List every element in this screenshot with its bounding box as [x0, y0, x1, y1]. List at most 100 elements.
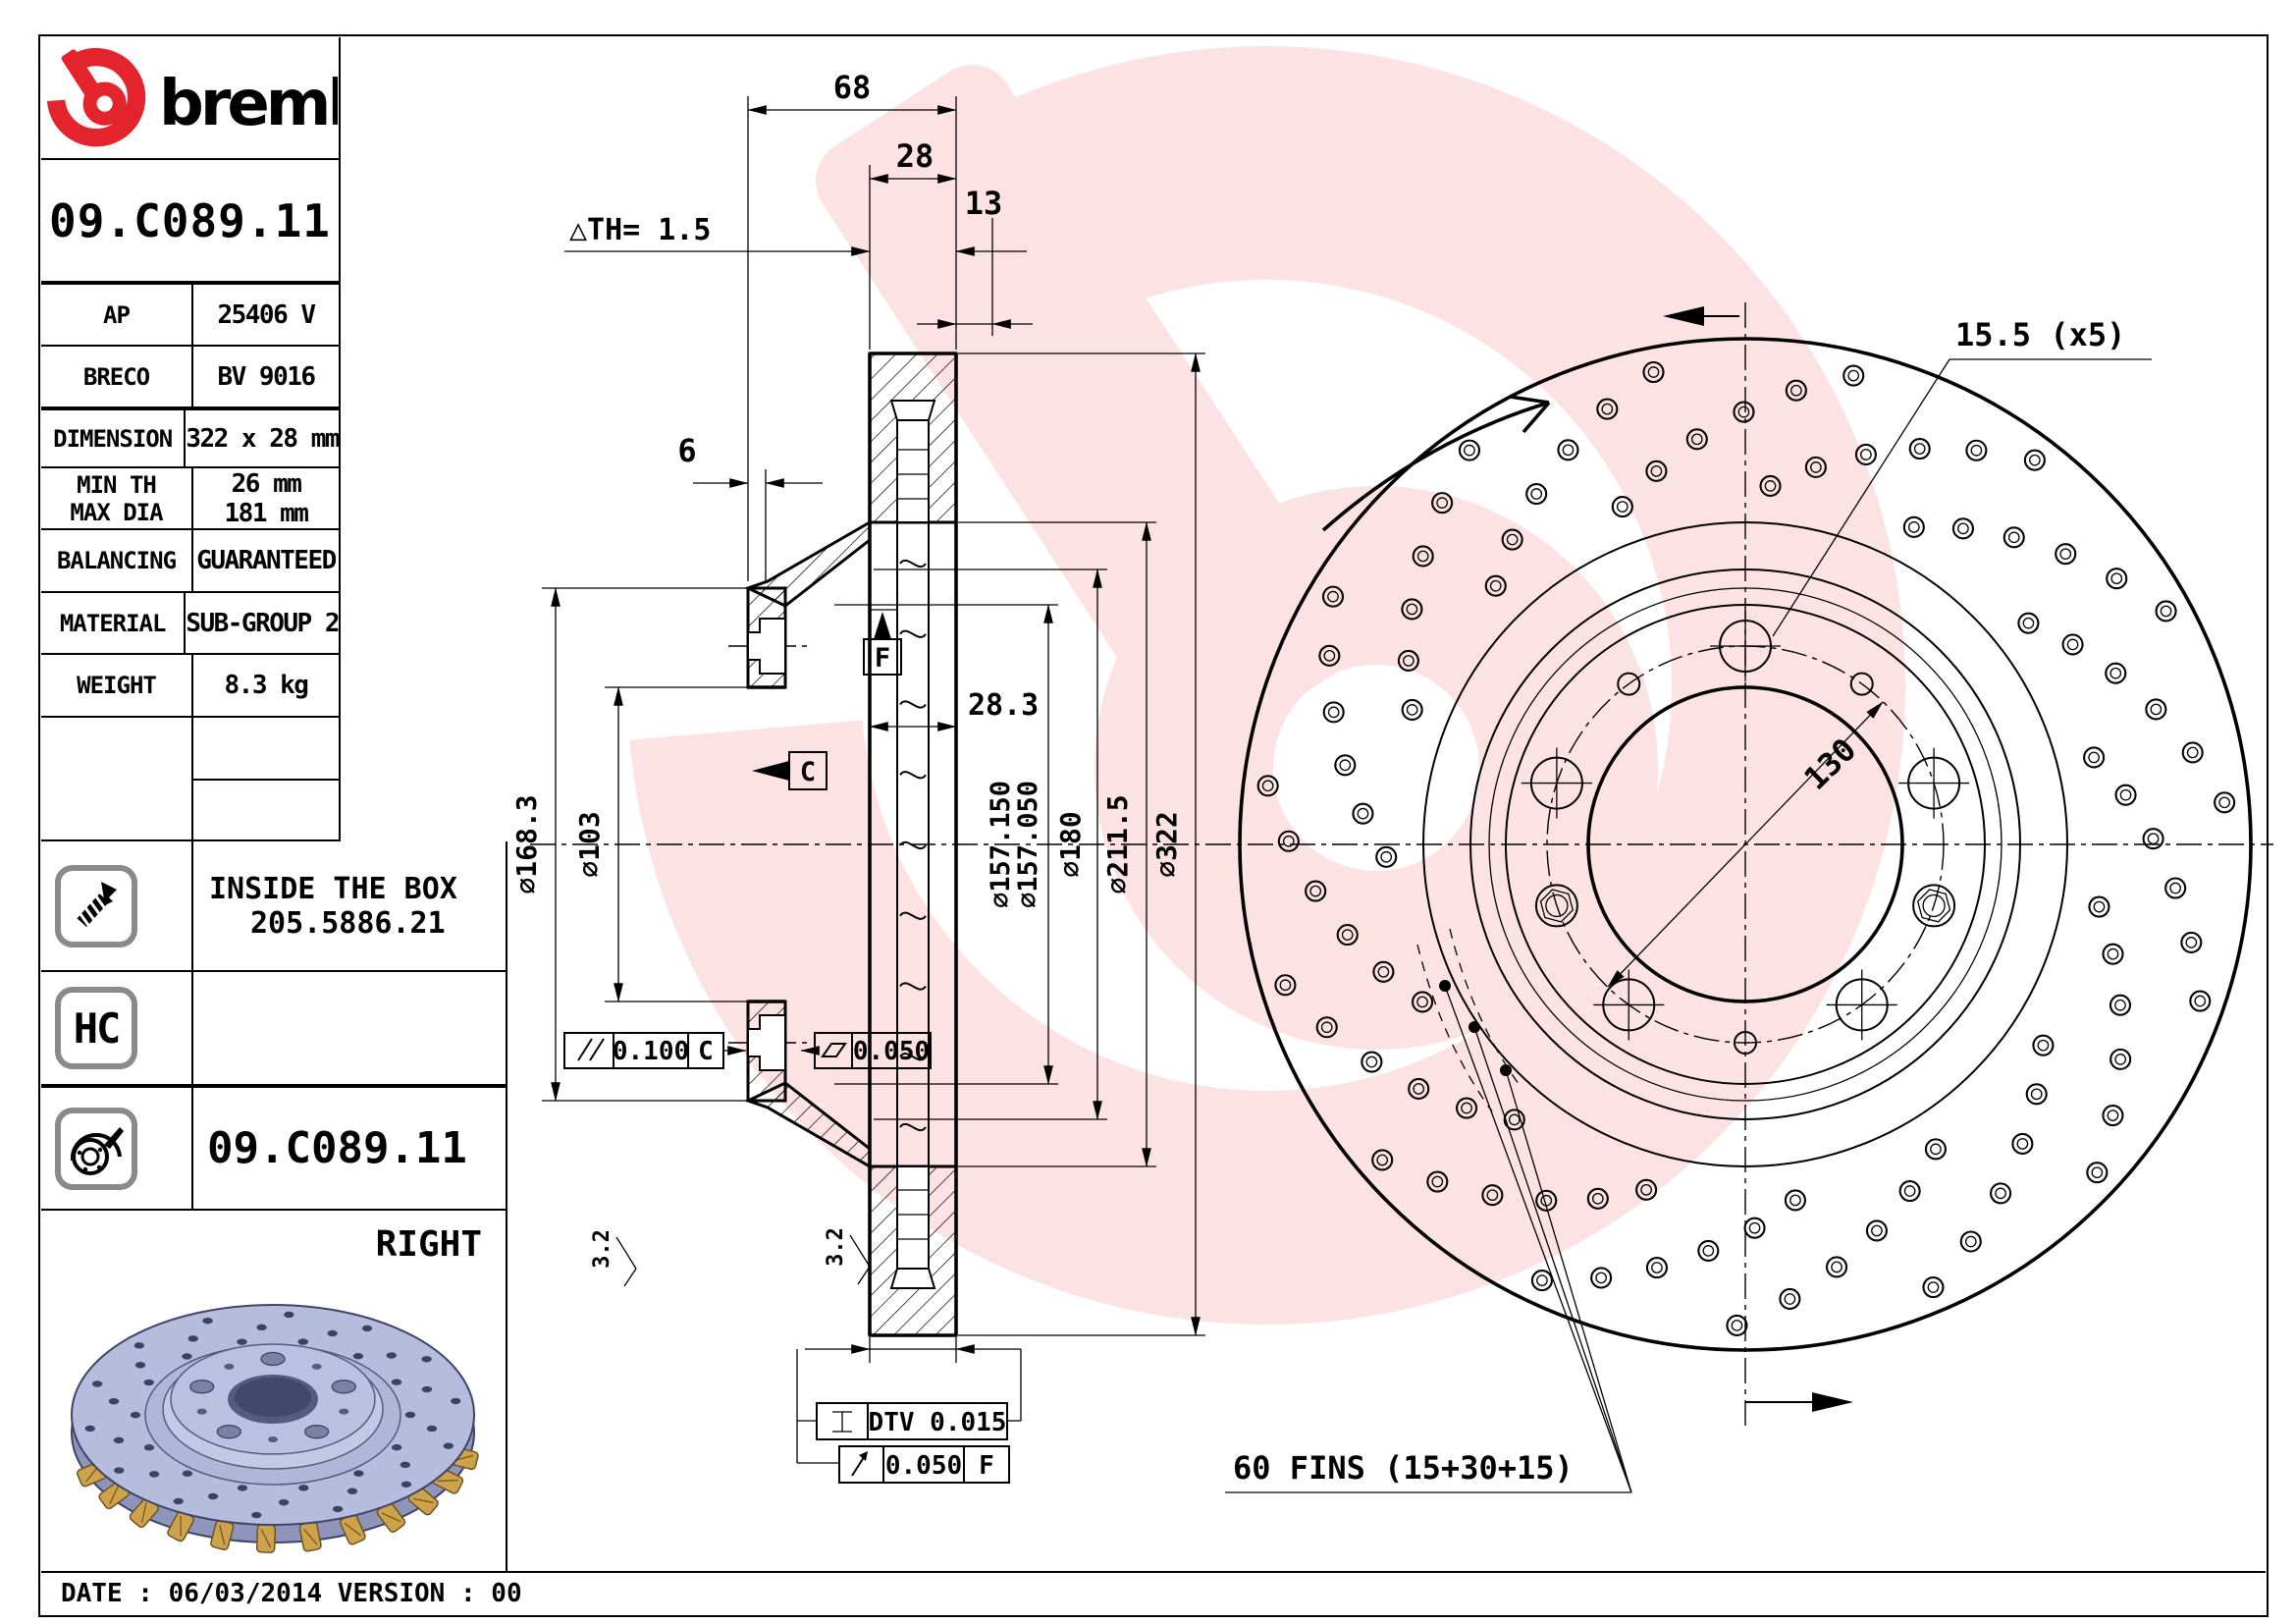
fins-callout: 60 FINS (15+30+15) [1225, 928, 1632, 1493]
front-view: 15.5 (x5) 130 60 FINS (15+30+15) [1225, 306, 2253, 1493]
spec-label: DIMENSION [53, 424, 173, 453]
dia-157-min: ∅157.050 [1013, 781, 1043, 908]
svg-text:F: F [875, 643, 890, 674]
spec-row-breco: BRECO BV 9016 [41, 347, 339, 410]
orientation-cell: RIGHT [41, 1211, 507, 1571]
dim-6: 6 [677, 432, 696, 469]
spec-label: AP [103, 300, 131, 329]
th-note: △TH= 1.5 [569, 213, 712, 247]
spec-value: BV 9016 [217, 361, 316, 392]
spec-label: MATERIAL [59, 609, 167, 637]
svg-text:3.2: 3.2 [824, 1227, 848, 1267]
drawing-frame [38, 34, 2269, 1617]
brand-cell: brembo [41, 37, 339, 160]
spec-label: WEIGHT [77, 672, 157, 699]
spec-value: 181 mm [224, 498, 309, 528]
disc-part-row: 09.C089.11 [41, 1088, 506, 1211]
spec-value: GUARANTEED [196, 546, 337, 575]
svg-text:C: C [800, 757, 816, 787]
spec-row-balancing: BALANCING GUARANTEED [41, 530, 339, 593]
rotation-arrow-icon [1321, 395, 1551, 532]
spec-label: MAX DIA [70, 498, 163, 526]
spec-value: 322 x 28 mm [186, 423, 340, 454]
hc-icon: HC [55, 987, 137, 1069]
parallelism-icon [577, 1038, 593, 1061]
disc-3d-render [71, 1304, 479, 1553]
drilled-holes-3d [84, 1311, 461, 1519]
cross-drilled-holes [1256, 360, 2236, 1336]
dtv-runout-frames: DTV 0.015 0.050 F [796, 1337, 1022, 1484]
brembo-logo: brembo [43, 40, 338, 156]
part-number: 09.C089.11 [49, 193, 331, 247]
hc-label: HC [73, 1003, 122, 1053]
spec-row-material: MATERIAL SUB-GROUP 2 [41, 593, 340, 655]
dia-168: ∅168.3 [510, 794, 543, 893]
part-number-cell: 09.C089.11 [41, 160, 339, 285]
bolt-hole-callout: 15.5 (x5) [1772, 316, 2152, 637]
flatness-frame: 0.050 [800, 1032, 932, 1069]
dim-28: 28 [896, 137, 934, 175]
spec-row-empty [41, 718, 339, 841]
svg-text:F: F [979, 1451, 994, 1481]
footer-text: DATE : 06/03/2014 VERSION : 00 [61, 1579, 522, 1608]
empty-row-divider [193, 779, 339, 781]
spec-row-dimension: DIMENSION 322 x 28 mm [41, 410, 340, 468]
disc-part-number: 09.C089.11 [207, 1123, 467, 1173]
spec-row-ap: AP 25406 V [41, 285, 339, 347]
hc-row: HC [41, 972, 506, 1088]
dia-157-max: ∅157.150 [986, 781, 1016, 908]
parallelism-frame: 0.100 C [563, 1032, 747, 1069]
dia-180: ∅180 [1054, 811, 1087, 877]
center-bore [1586, 685, 1904, 1003]
svg-text:0.100: 0.100 [613, 1037, 689, 1066]
spec-panel: brembo 09.C089.11 AP 25406 V BRECO BV 90… [41, 37, 341, 841]
dtv-icon [832, 1411, 852, 1433]
bolt-holes-3d [189, 1351, 356, 1442]
brand-wordmark: brembo [159, 68, 338, 140]
dia-211: ∅211.5 [1101, 794, 1134, 893]
spec-row-weight: WEIGHT 8.3 kg [41, 655, 339, 718]
datum-f: F [863, 612, 902, 676]
section-dimensions: 68 28 △TH= 1.5 13 6 28.3 ∅168.3 ∅103 [510, 69, 1205, 1484]
orientation-label: RIGHT [375, 1224, 482, 1265]
dim-13: 13 [965, 185, 1003, 222]
inside-the-box-part: 205.5886.21 [250, 905, 446, 941]
gold-fins [76, 1446, 479, 1553]
footer-bar: DATE : 06/03/2014 VERSION : 00 [41, 1571, 2266, 1614]
datum-c: C [752, 751, 828, 790]
cross-section-view [530, 302, 2273, 1426]
svg-text:15.5 (x5): 15.5 (x5) [1955, 316, 2125, 353]
spec-value: 26 mm [231, 468, 302, 499]
roughness-mark-2: 3.2 [824, 1227, 871, 1285]
vent-fin-sections [899, 559, 927, 1132]
direction-arrow-bottom-icon [1745, 1392, 1853, 1412]
svg-text:3.2: 3.2 [590, 1229, 614, 1269]
spec-label: MIN TH [77, 470, 157, 499]
runout-icon [851, 1451, 868, 1477]
svg-text:0.050: 0.050 [853, 1037, 930, 1066]
spec-value: 8.3 kg [224, 671, 309, 700]
spec-label: BRECO [82, 362, 150, 391]
inside-the-box-row: INSIDE THE BOX 205.5886.21 [41, 841, 506, 972]
spec-value: 25406 V [217, 299, 316, 330]
icon-panel: INSIDE THE BOX 205.5886.21 HC [41, 841, 507, 1211]
dim-68: 68 [833, 69, 872, 106]
flatness-icon [821, 1043, 847, 1057]
dim-28-3: 28.3 [968, 688, 1039, 723]
inside-the-box-label: INSIDE THE BOX [209, 871, 457, 906]
spec-value: SUB-GROUP 2 [186, 608, 340, 638]
brembo-watermark [533, 0, 2000, 1419]
brake-disc-icon [55, 1107, 137, 1190]
svg-text:0.050: 0.050 [885, 1451, 962, 1481]
direction-arrow-top-icon [1663, 306, 1739, 326]
screw-icon [55, 864, 137, 947]
dia-103: ∅103 [573, 811, 606, 877]
spec-label: BALANCING [56, 547, 177, 574]
dtv-value: DTV 0.015 [869, 1408, 1007, 1437]
spec-row-minth-maxdia: MIN TH MAX DIA 26 mm 181 mm [41, 468, 339, 530]
dia-322: ∅322 [1150, 811, 1183, 877]
roughness-mark-1: 3.2 [590, 1229, 637, 1287]
svg-text:C: C [698, 1037, 714, 1066]
